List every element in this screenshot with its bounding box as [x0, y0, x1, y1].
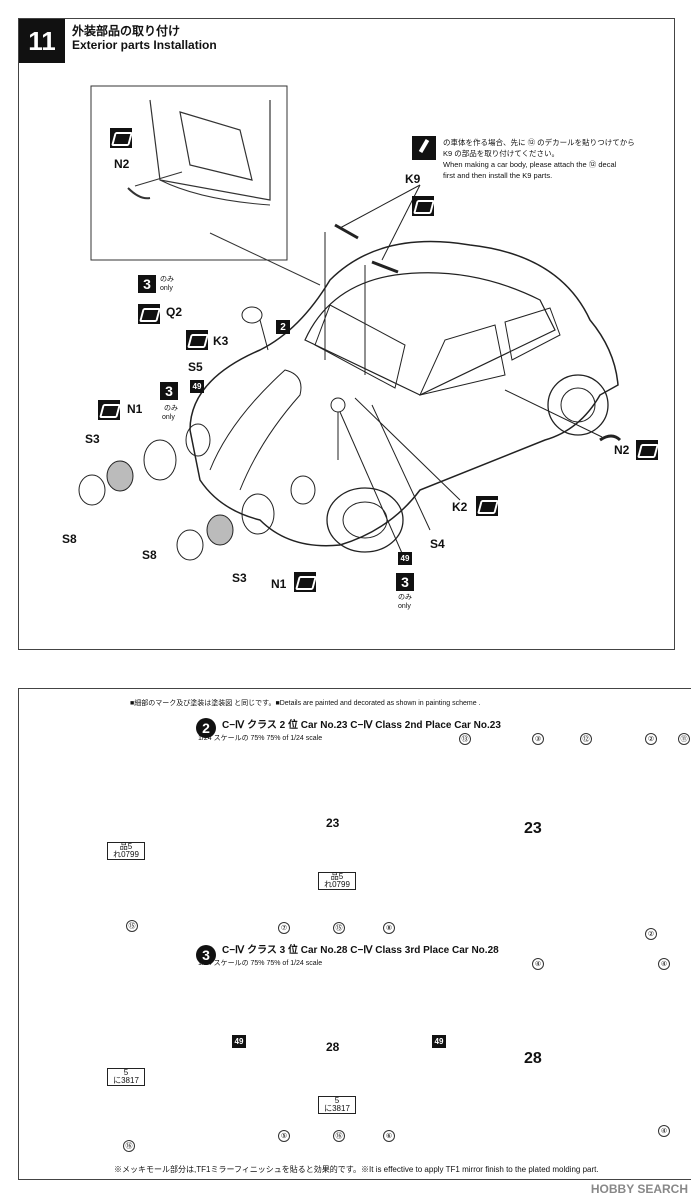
plate-top: 5	[123, 1068, 129, 1077]
plate-top: 5	[334, 1096, 340, 1105]
part-label-q2: Q2	[166, 305, 183, 319]
scheme-number: 3	[196, 945, 216, 965]
race-number: 23	[326, 816, 340, 830]
part-label-s8: S8	[142, 548, 157, 562]
scheme-title: C−Ⅳ クラス 3 位 Car No.28 C−Ⅳ Class 3rd Plac…	[222, 945, 499, 956]
scheme-header-note: ■細部のマーク及び塗装は塗装図 と同じです。■Details are paint…	[130, 700, 481, 707]
decal-callout: ④	[532, 958, 544, 970]
scheme-title: C−Ⅳ クラス 2 位 Car No.23 C−Ⅳ Class 2nd Plac…	[222, 720, 501, 731]
plate-top: 品5	[330, 872, 344, 881]
race-number: 28	[326, 1040, 340, 1054]
assembly-step-panel: 11 外装部品の取り付け Exterior parts Installation	[18, 18, 675, 650]
scheme-number: 2	[196, 718, 216, 738]
decal-callout: ⑪	[678, 733, 690, 745]
only-note-jp: のみ	[398, 594, 412, 601]
part-label-k9: K9	[405, 172, 421, 186]
scheme-badge: 3	[138, 275, 156, 293]
decal-callout: ⑫	[580, 733, 592, 745]
plate-bottom: れ0799	[324, 880, 350, 889]
decal-callout: ⑯	[123, 1140, 135, 1152]
note-line: K9 の部品を取り付けてください。	[443, 149, 560, 158]
decal-callout: ⑤	[278, 1130, 290, 1142]
race-number: 28	[524, 1050, 542, 1067]
plate-bottom: に3817	[324, 1104, 350, 1113]
part-label-k2: K2	[452, 500, 468, 514]
decal-callout: ④	[658, 958, 670, 970]
decal-callout: ②	[645, 928, 657, 940]
scheme-scale: 1/24 スケールの 75% 75% of 1/24 scale	[198, 960, 323, 967]
part-label-k3: K3	[213, 334, 229, 348]
decal-callout: ⑥	[383, 1130, 395, 1142]
part-label-s5: S5	[188, 360, 203, 374]
glue-icon	[294, 572, 316, 592]
decal-callout: ⑯	[333, 1130, 345, 1142]
instruction-note: の車体を作る場合、先に ⑫ のデカールを貼りつけてから K9 の部品を取り付けて…	[443, 137, 683, 181]
glue-icon	[476, 496, 498, 516]
note-line: When making a car body, please attach th…	[443, 160, 617, 169]
glue-icon	[412, 196, 434, 216]
plate-top: 品5	[119, 842, 133, 851]
decal-callout: ④	[658, 1125, 670, 1137]
decal-callout: ⑮	[126, 920, 138, 932]
license-plate: 品5 れ0799	[107, 842, 145, 860]
only-note-en: only	[162, 414, 175, 421]
decal-callout: ⑦	[278, 922, 290, 934]
part-label-s3: S3	[232, 571, 247, 585]
scheme-scale: 1/24 スケールの 75% 75% of 1/24 scale	[198, 735, 323, 742]
only-note-jp: のみ	[164, 405, 178, 412]
only-note-jp: のみ	[160, 276, 174, 283]
glue-icon	[186, 330, 208, 350]
decal-callout: ⑧	[383, 922, 395, 934]
color-number: 49	[432, 1035, 446, 1048]
plate-bottom: に3817	[113, 1076, 139, 1085]
license-plate: 5 に3817	[107, 1068, 145, 1086]
part-label-n2: N2	[614, 443, 630, 457]
color-number: 49	[232, 1035, 246, 1048]
scheme-badge: 3	[396, 573, 414, 591]
decal-callout: ②	[645, 733, 657, 745]
race-number: 23	[524, 820, 542, 837]
part-label-n2: N2	[114, 157, 130, 171]
color-badge: 2	[276, 320, 290, 334]
license-plate: 品5 れ0799	[318, 872, 356, 890]
part-label-n1: N1	[127, 402, 143, 416]
footer-note: ※メッキモール部分は,TF1ミラーフィニッシュを貼ると効果的です。※It is …	[114, 1165, 599, 1174]
scheme-badge: 3	[160, 382, 178, 400]
note-line: の車体を作る場合、先に ⑫ のデカールを貼りつけてから	[443, 138, 635, 147]
only-note-en: only	[398, 603, 411, 610]
glue-icon	[138, 304, 160, 324]
step-title-en: Exterior parts Installation	[72, 38, 217, 52]
plate-bottom: れ0799	[113, 850, 139, 859]
part-label-n1: N1	[271, 577, 287, 591]
watermark: HOBBY SEARCH	[590, 1182, 688, 1196]
part-label-s3: S3	[85, 432, 100, 446]
decal-callout: ③	[532, 733, 544, 745]
glue-icon	[98, 400, 120, 420]
pencil-icon	[412, 136, 436, 160]
color-number: 49	[190, 380, 204, 393]
glue-icon	[636, 440, 658, 460]
part-label-s8: S8	[62, 532, 77, 546]
step-title-jp: 外装部品の取り付け	[72, 24, 181, 38]
license-plate: 5 に3817	[318, 1096, 356, 1114]
note-line: first and then install the K9 parts.	[443, 171, 553, 180]
part-label-s4: S4	[430, 537, 445, 551]
decal-callout: ⑬	[459, 733, 471, 745]
only-note-en: only	[160, 285, 173, 292]
glue-icon	[110, 128, 132, 148]
step-number: 11	[19, 19, 65, 63]
color-number: 49	[398, 552, 412, 565]
decal-callout: ⑮	[333, 922, 345, 934]
